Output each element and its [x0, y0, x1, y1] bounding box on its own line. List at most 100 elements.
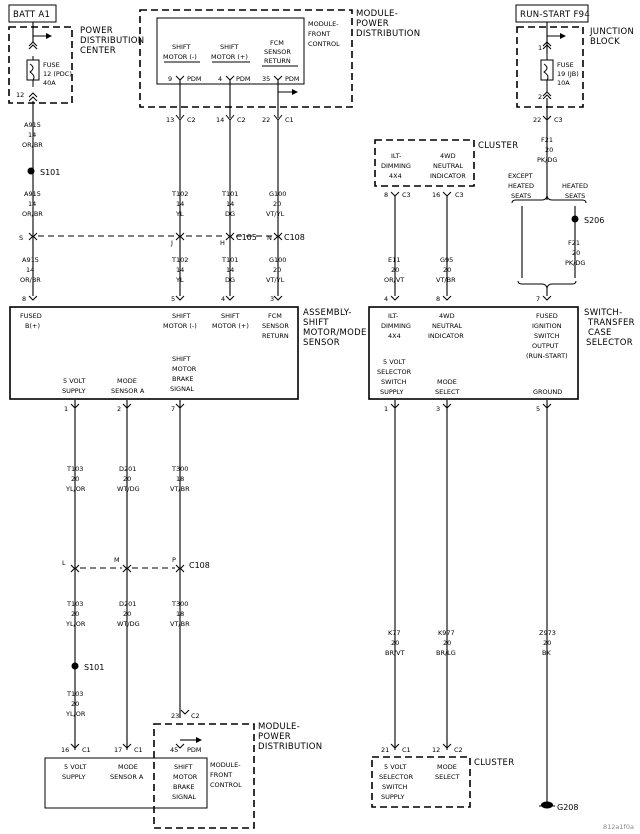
svg-text:YL/OR: YL/OR	[65, 710, 86, 718]
svg-text:YL: YL	[175, 276, 184, 284]
svg-text:FRONT: FRONT	[210, 771, 232, 779]
svg-text:19 (JB): 19 (JB)	[557, 70, 579, 78]
svg-text:SHIFT: SHIFT	[172, 312, 191, 320]
svg-text:A915: A915	[24, 121, 41, 129]
svg-text:S101: S101	[40, 168, 60, 177]
svg-text:G100: G100	[269, 256, 286, 264]
svg-text:20: 20	[71, 700, 79, 708]
svg-text:FUSED: FUSED	[20, 312, 42, 320]
svg-text:S: S	[19, 234, 23, 242]
ground-icon	[541, 801, 553, 809]
mpd-bottom-name: MODULE- POWER DISTRIBUTION	[258, 722, 322, 752]
heated-seats-split: EXCEPT HEATED SEATS HEATED SEATS S206 F2…	[508, 172, 604, 296]
svg-text:DIMMING: DIMMING	[381, 162, 411, 170]
pdc-box	[8, 26, 73, 104]
svg-text:22: 22	[533, 116, 541, 124]
svg-text:YL: YL	[175, 210, 184, 218]
mfc-top-pins: SHIFT MOTOR (-) SHIFT MOTOR (+) FCM SENS…	[163, 39, 298, 67]
svg-text:T102: T102	[171, 256, 188, 264]
svg-text:20: 20	[123, 610, 131, 618]
svg-text:20: 20	[123, 475, 131, 483]
svg-text:9: 9	[168, 75, 172, 83]
mpd-top-name: MODULE- POWER DISTRIBUTION MODULE- FRONT…	[308, 9, 420, 48]
svg-text:T101: T101	[221, 190, 238, 198]
assembly-top-pins: 8 5 4 3	[22, 295, 283, 303]
svg-text:C2: C2	[237, 116, 246, 124]
cluster-top-labels: CLUSTER ILT- DIMMING 4X4 4WD NEUTRAL IND…	[381, 141, 552, 303]
pin-chevron-icon	[28, 41, 38, 50]
transfer-case-selector-box	[368, 306, 579, 400]
svg-text:IGNITION: IGNITION	[532, 322, 562, 330]
svg-text:SUPPLY: SUPPLY	[381, 793, 404, 801]
svg-text:20: 20	[273, 266, 281, 274]
svg-text:MODE: MODE	[117, 377, 137, 385]
svg-text:SHIFT: SHIFT	[221, 312, 240, 320]
svg-text:20: 20	[273, 200, 281, 208]
svg-text:SHIFT: SHIFT	[172, 355, 191, 363]
svg-text:20: 20	[391, 266, 399, 274]
arrow-right-icon	[560, 33, 566, 39]
svg-text:POWER: POWER	[258, 732, 291, 742]
svg-text:SWITCH: SWITCH	[381, 378, 407, 386]
splice-dot	[571, 215, 579, 223]
svg-text:14: 14	[226, 266, 234, 274]
svg-text:23: 23	[171, 712, 179, 720]
svg-text:4WD: 4WD	[440, 152, 456, 160]
svg-text:S101: S101	[84, 663, 104, 672]
svg-text:35: 35	[262, 75, 270, 83]
pin-chevron-icon	[542, 91, 552, 100]
svg-text:C1: C1	[402, 746, 411, 754]
svg-text:14: 14	[226, 200, 234, 208]
svg-text:DISTRIBUTION: DISTRIBUTION	[80, 36, 144, 46]
svg-text:E11: E11	[388, 256, 400, 264]
top-c-connectors: 13 C2 14 C2 22 C1	[166, 80, 294, 124]
svg-text:20: 20	[443, 266, 451, 274]
svg-text:4: 4	[218, 75, 222, 83]
svg-text:FUSE: FUSE	[557, 61, 574, 69]
svg-text:S206: S206	[584, 216, 604, 225]
svg-text:SENSOR: SENSOR	[264, 48, 291, 56]
svg-text:18: 18	[176, 610, 184, 618]
svg-text:P: P	[172, 556, 176, 564]
svg-text:PK/DG: PK/DG	[565, 259, 585, 267]
svg-text:3: 3	[270, 295, 274, 303]
svg-text:5: 5	[536, 405, 540, 413]
svg-text:T102: T102	[171, 190, 188, 198]
svg-text:F21: F21	[541, 136, 553, 144]
svg-text:BRAKE: BRAKE	[172, 375, 194, 383]
svg-text:16: 16	[432, 191, 440, 199]
svg-text:C2: C2	[191, 712, 200, 720]
arrow-right-icon	[196, 737, 202, 743]
junction-name: JUNCTION BLOCK	[589, 27, 634, 47]
assembly-lower-wire-labels: T103 20 YL/OR D201 20 WT/DG T300 18 VT/B…	[65, 600, 190, 718]
svg-text:CLUSTER: CLUSTER	[478, 141, 518, 151]
splice-dot	[71, 662, 79, 670]
svg-text:2: 2	[538, 93, 542, 101]
svg-text:FRONT: FRONT	[308, 30, 330, 38]
svg-text:SENSOR: SENSOR	[303, 338, 340, 348]
svg-text:G95: G95	[440, 256, 453, 264]
svg-text:17: 17	[114, 746, 122, 754]
svg-text:VT/BR: VT/BR	[170, 485, 190, 493]
mid-wires-upper: T102 14 YL T101 14 DG G100 20 VT/YL	[171, 120, 286, 296]
svg-text:(RUN-START): (RUN-START)	[526, 352, 568, 360]
svg-text:YL/OR: YL/OR	[65, 620, 86, 628]
svg-text:F21: F21	[568, 239, 580, 247]
svg-text:HEATED: HEATED	[562, 182, 588, 190]
svg-text:PDM: PDM	[285, 75, 300, 83]
svg-text:C2: C2	[454, 746, 463, 754]
svg-text:PDM: PDM	[187, 75, 202, 83]
svg-text:K977: K977	[438, 629, 455, 637]
svg-text:A915: A915	[22, 256, 39, 264]
svg-text:BK: BK	[542, 649, 551, 657]
svg-text:14: 14	[176, 200, 184, 208]
svg-text:SENSOR: SENSOR	[262, 322, 289, 330]
svg-text:14: 14	[176, 266, 184, 274]
svg-text:BR/VT: BR/VT	[385, 649, 405, 657]
svg-text:OR/BR: OR/BR	[22, 210, 43, 218]
svg-text:INDICATOR: INDICATOR	[430, 172, 466, 180]
mfc-bottom-box	[44, 757, 208, 809]
selector-bottom-wires: 1 3 5 K77 20 BR/VT K977 20 BR/LG Z973 20…	[384, 400, 556, 802]
svg-text:SELECT: SELECT	[435, 773, 459, 781]
